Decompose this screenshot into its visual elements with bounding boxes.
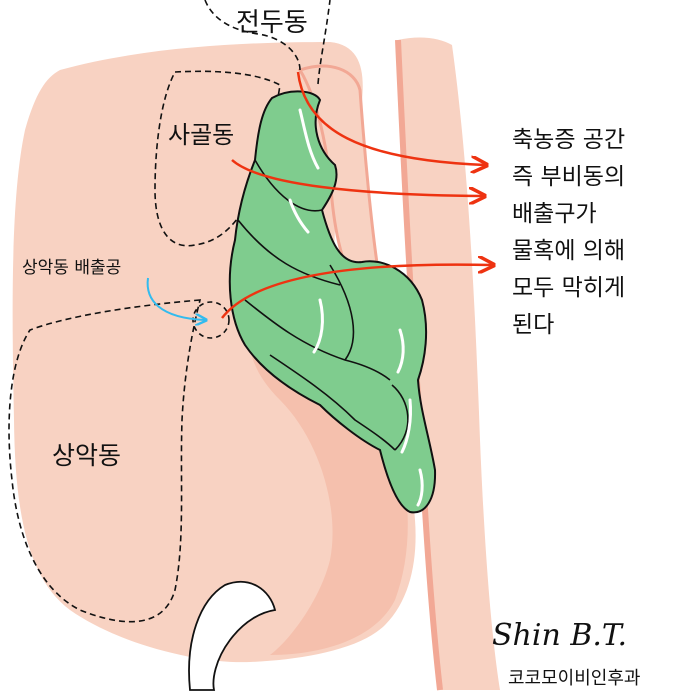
label-maxillary-sinus: 상악동 [52,441,122,470]
label-ethmoid-sinus: 사골동 [168,121,235,149]
note-line: 물혹에 의해 [512,238,626,264]
explanation-note: 축농증 공간 즉 부비동의 배출구가 물혹에 의해 모두 막히게 된다 [512,122,697,344]
nasal-septum [398,37,500,690]
frontal-sinus-outline [204,0,331,85]
note-line: 모두 막히게 [512,275,626,301]
note-line: 된다 [512,312,555,338]
maxillary-sinus-outline [8,299,202,623]
arrow-frontal-drainage [296,71,485,165]
note-line: 축농증 공간 [512,127,626,153]
note-line: 배출구가 [512,201,597,227]
note-line: 즉 부비동의 [512,164,626,190]
label-frontal-sinus: 전두동 [236,8,308,38]
clinic-name: 코코모이비인후과 [508,668,641,689]
label-maxillary-ostium: 상악동 배출공 [22,258,122,278]
ethmoid-sinus-outline [154,70,281,247]
arrow-maxillary-drainage [221,265,492,319]
arrow-ostium-pointer [146,277,205,320]
arrow-ethmoid-drainage [231,159,483,196]
artist-signature: Shin B.T. [492,618,628,653]
palate-notch [188,580,277,691]
